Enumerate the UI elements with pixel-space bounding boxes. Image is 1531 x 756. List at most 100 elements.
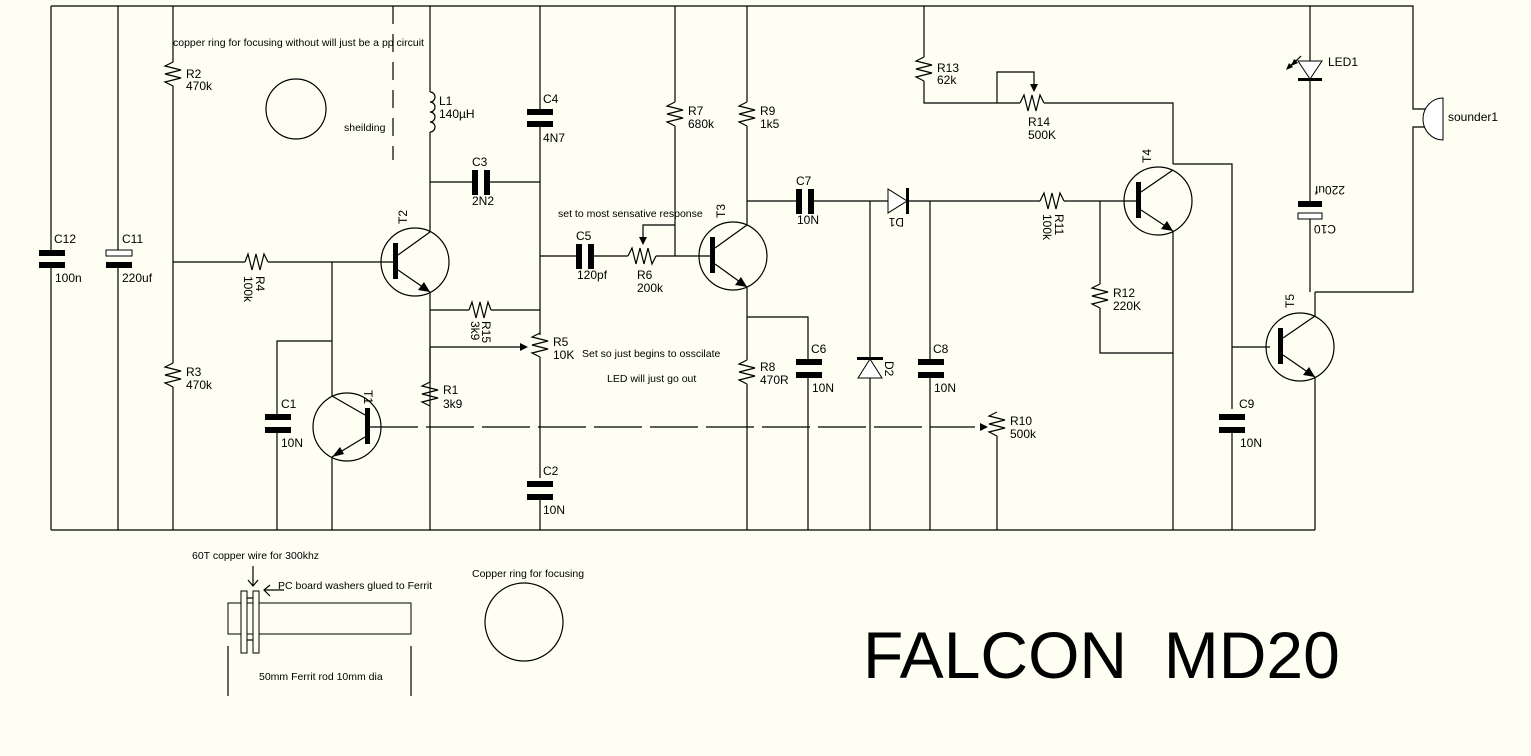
c7-value: 10N [797, 213, 819, 227]
c6-ref: C6 [811, 342, 827, 356]
schematic-title: FALCON MD20 [863, 618, 1340, 692]
transistor-t1: T1 [312, 262, 382, 530]
r4-ref: R4 [253, 276, 267, 292]
capacitor-c9: C9 10N [1219, 397, 1262, 530]
r15-value: 3k9 [468, 321, 482, 341]
resistor-r11: R11 100k [1039, 191, 1137, 241]
r11-ref: R11 [1052, 214, 1066, 235]
r2-value: 470k [186, 79, 213, 93]
transistor-t3: T3 [698, 204, 768, 360]
r3-value: 470k [186, 378, 213, 392]
r13-ref: R13 [937, 61, 959, 75]
c9-value: 10N [1240, 436, 1262, 450]
capacitor-c6: C6 10N [747, 316, 834, 530]
c12-ref: C12 [54, 232, 76, 246]
sounder1-ref: sounder1 [1448, 110, 1498, 124]
r6-ref: R6 [637, 268, 653, 282]
diode-d2: D2 [857, 201, 896, 530]
c9-ref: C9 [1239, 397, 1255, 411]
r14-value: 500K [1028, 128, 1056, 142]
note-coil-wire: 60T copper wire for 300khz [192, 550, 319, 562]
l1-ref: L1 [439, 94, 453, 108]
c1-value: 10N [281, 436, 303, 450]
r3-ref: R3 [186, 365, 202, 379]
r12-value: 220K [1113, 299, 1141, 313]
capacitor-c4: C4 4N7 [527, 6, 565, 335]
r12-ref: R12 [1113, 286, 1135, 300]
resistor-r4: R4 100k [173, 251, 395, 303]
r10-value: 500k [1010, 427, 1037, 441]
r2-ref: R2 [186, 67, 202, 81]
r10-ref: R10 [1010, 414, 1032, 428]
resistor-r12: R12 220K [1090, 201, 1173, 354]
note-copper-ring-bottom: Copper ring for focusing [472, 568, 584, 580]
potentiometer-r5: R5 10K [430, 332, 574, 478]
potentiometer-r10: R10 500k [987, 411, 1037, 530]
r1-value: 3k9 [443, 397, 463, 411]
c10-ref: C10 [1314, 222, 1336, 236]
resistor-r2: R2 470k [163, 6, 213, 262]
capacitor-c11: C11 220uf [105, 6, 153, 530]
t2-ref: T2 [396, 210, 410, 224]
r1-ref: R1 [443, 383, 459, 397]
potentiometer-r14: R14 500K [996, 71, 1174, 164]
note-washers: PC board washers glued to Ferrit [278, 580, 432, 592]
c8-ref: C8 [933, 342, 949, 356]
d2-ref: D2 [882, 361, 896, 377]
resistor-r7: R7 680k [665, 6, 715, 256]
r5-ref: R5 [553, 335, 569, 349]
potentiometer-r6: R6 200k [627, 224, 712, 295]
capacitor-c1: C1 10N [265, 340, 332, 530]
t5-ref: T5 [1283, 294, 1297, 308]
diode-d1: D1 [887, 188, 1040, 229]
t4-ref: T4 [1140, 149, 1154, 163]
c3-value: 2N2 [472, 194, 494, 208]
c4-ref: C4 [543, 92, 559, 106]
r8-value: 470R [760, 373, 789, 387]
note-shielding: sheilding [344, 122, 386, 134]
transistor-t4: T4 [1123, 149, 1233, 530]
c1-ref: C1 [281, 397, 297, 411]
r14-ref: R14 [1028, 115, 1050, 129]
note-r6: set to most sensative response [558, 208, 703, 220]
c11-value: 220uf [122, 271, 153, 285]
note-ferrite-rod: 50mm Ferrit rod 10mm dia [259, 671, 383, 683]
c6-value: 10N [812, 381, 834, 395]
r9-ref: R9 [760, 104, 776, 118]
resistor-r13: R13 62k [914, 6, 1020, 104]
c7-ref: C7 [796, 174, 812, 188]
led1-ref: LED1 [1328, 55, 1358, 69]
r4-value: 100k [241, 276, 255, 303]
resistor-r8: R8 470R [737, 359, 789, 530]
r6-value: 200k [637, 281, 664, 295]
top-rail [51, 5, 1426, 110]
note-copper-ring-top: copper ring for focusing without will ju… [173, 37, 424, 49]
inductor-l1: L1 140µH [429, 6, 475, 232]
c5-value: 120pf [577, 268, 608, 282]
note-r5-1: Set so just begins to osscilate [582, 348, 720, 360]
led-led1: LED1 [1286, 6, 1358, 81]
c3-ref: C3 [472, 155, 488, 169]
c11-ref: C11 [122, 232, 143, 246]
t3-ref: T3 [714, 204, 728, 218]
c10-value: 220uf [1314, 183, 1345, 197]
r11-value: 100k [1040, 214, 1054, 241]
c12-value: 100n [55, 271, 82, 285]
transistor-t5: T5 [1232, 126, 1426, 530]
capacitor-c2: C2 10N [527, 464, 565, 530]
c2-value: 10N [543, 503, 565, 517]
d1-ref: D1 [888, 215, 904, 229]
r15-ref: R15 [479, 321, 493, 343]
capacitor-c5: C5 120pf [540, 229, 628, 282]
resistor-r3: R3 470k [163, 262, 213, 530]
copper-ring-top [265, 78, 327, 140]
c2-ref: C2 [543, 464, 559, 478]
r9-value: 1k5 [760, 117, 780, 131]
resistor-r1: R1 3k9 [420, 347, 463, 411]
r13-value: 62k [937, 73, 957, 87]
resistor-r9: R9 1k5 [737, 6, 780, 225]
c5-ref: C5 [576, 229, 592, 243]
sounder-sounder1: sounder1 [1422, 97, 1498, 141]
capacitor-c7: C7 10N [747, 174, 888, 227]
